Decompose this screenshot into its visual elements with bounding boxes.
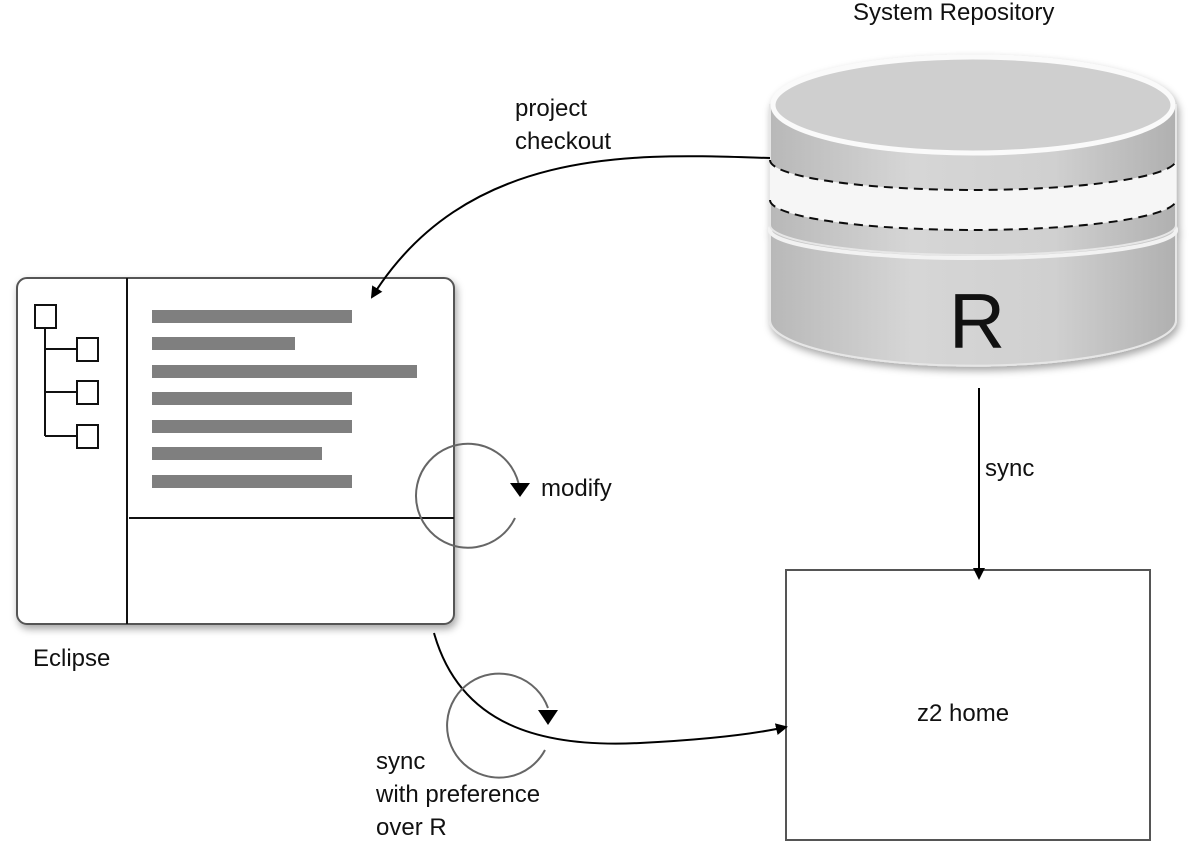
code-line	[152, 475, 352, 488]
checkout-label-line2: checkout	[515, 128, 612, 155]
repository-title: System Repository	[853, 0, 1055, 26]
z2-home-box	[785, 569, 1151, 841]
code-line	[152, 337, 295, 350]
pref-sync-arrow	[433, 632, 788, 745]
tree-icon	[34, 304, 99, 449]
checkout-arrow	[370, 155, 771, 299]
code-line	[152, 420, 352, 433]
repository-cylinder	[768, 54, 1178, 367]
code-line	[152, 447, 322, 460]
pref-sync-loop	[446, 672, 549, 779]
repository-letter: R	[949, 277, 1005, 365]
pref-sync-arrowhead	[538, 710, 558, 725]
pref-sync-label-line2: with preference	[376, 781, 541, 808]
code-line	[152, 365, 417, 378]
modify-arrowhead	[510, 483, 530, 497]
modify-loop	[415, 442, 521, 549]
z2-home-label: z2 home	[917, 700, 1010, 727]
code-line	[152, 392, 352, 405]
pref-sync-label-line1: sync	[376, 748, 426, 775]
repo-sync-label: sync	[985, 455, 1035, 482]
pref-sync-label-line3: over R	[376, 814, 447, 841]
eclipse-label: Eclipse	[33, 645, 111, 672]
modify-label: modify	[541, 475, 612, 502]
checkout-label-line1: project	[515, 95, 588, 122]
code-line	[152, 310, 352, 323]
code-lines	[152, 310, 417, 488]
